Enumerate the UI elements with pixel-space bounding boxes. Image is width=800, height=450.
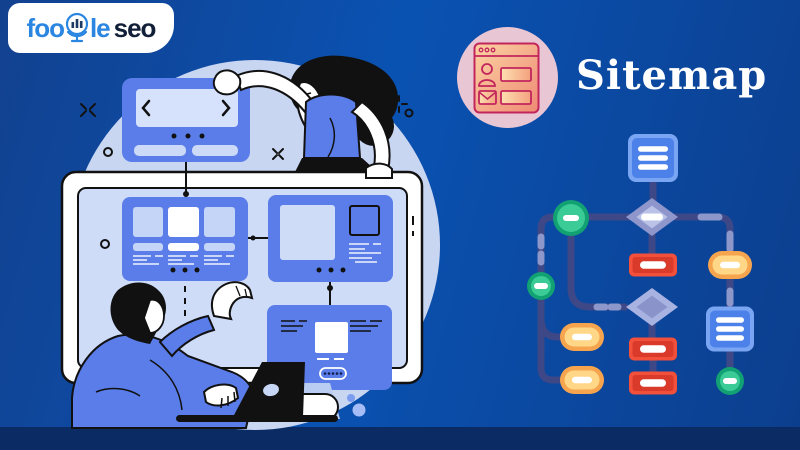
logo-text-le: le — [89, 13, 111, 43]
flow-node-circle — [553, 200, 589, 236]
wireframe-card-form — [267, 305, 392, 390]
mail-icon — [478, 90, 497, 105]
sitemap-icon-circle — [457, 27, 558, 128]
arm-on-monitor — [350, 100, 391, 172]
decor-dot-small — [347, 394, 355, 402]
person-standing — [212, 55, 399, 178]
logo-text-seo: seo — [113, 13, 157, 43]
flow-connector — [567, 218, 629, 311]
hand-typing — [202, 383, 240, 409]
wireframe-card-columns — [122, 197, 248, 281]
decor-ring-screen — [100, 239, 110, 249]
laptop — [176, 362, 338, 422]
connector-carousel-to-screen — [183, 162, 189, 197]
hand-open — [210, 281, 254, 321]
illustration-circle-bg — [70, 60, 440, 430]
user-icon — [481, 63, 493, 75]
flow-node-diamond — [626, 198, 678, 236]
laptop-logo-dot — [263, 383, 279, 397]
flow-node-box — [629, 337, 677, 361]
page-title: Sitemap — [576, 52, 768, 99]
logo[interactable]: foo le seo — [8, 3, 174, 53]
flow-node-diamond — [626, 288, 678, 326]
sparkle-icons — [80, 95, 414, 160]
hair-bun — [354, 106, 394, 146]
chevron-left-icon — [141, 99, 151, 117]
skirt — [292, 158, 384, 178]
flow-node-doc — [706, 306, 754, 352]
monitor-stand — [285, 383, 340, 419]
hand-on-monitor — [365, 162, 393, 179]
arm-raised — [158, 314, 216, 358]
flow-node-circle — [716, 367, 744, 395]
browser-window-icon — [473, 42, 540, 114]
flow-node-circle — [527, 272, 555, 300]
monitor-screen — [77, 187, 408, 369]
arm-pointing-left — [234, 69, 312, 115]
flow-connector — [537, 306, 570, 341]
sitemap-illustration — [60, 55, 440, 430]
flow-connector — [671, 213, 734, 261]
flow-node-pill — [560, 366, 604, 394]
globe-chart-icon — [65, 12, 89, 43]
flow-node-pill — [708, 251, 752, 279]
monitor — [60, 170, 424, 385]
flow-node-pill — [560, 323, 604, 351]
flow-node-doc — [628, 134, 678, 182]
wireframe-card-carousel — [122, 78, 250, 162]
logo-text-foo: foo — [26, 13, 65, 43]
bottom-strip — [0, 427, 800, 450]
hand-left — [212, 69, 242, 96]
person-seated — [71, 281, 255, 429]
chevron-right-icon — [221, 99, 231, 117]
connector-b-to-c — [327, 282, 333, 305]
desk — [87, 393, 339, 421]
flow-node-box — [629, 253, 677, 277]
blue-top — [302, 93, 362, 159]
flow-node-box — [629, 371, 677, 395]
decor-dot-large — [352, 403, 366, 417]
wireframe-card-hero — [268, 195, 393, 282]
flow-connector — [537, 213, 633, 384]
connector-a-to-b — [248, 235, 268, 241]
